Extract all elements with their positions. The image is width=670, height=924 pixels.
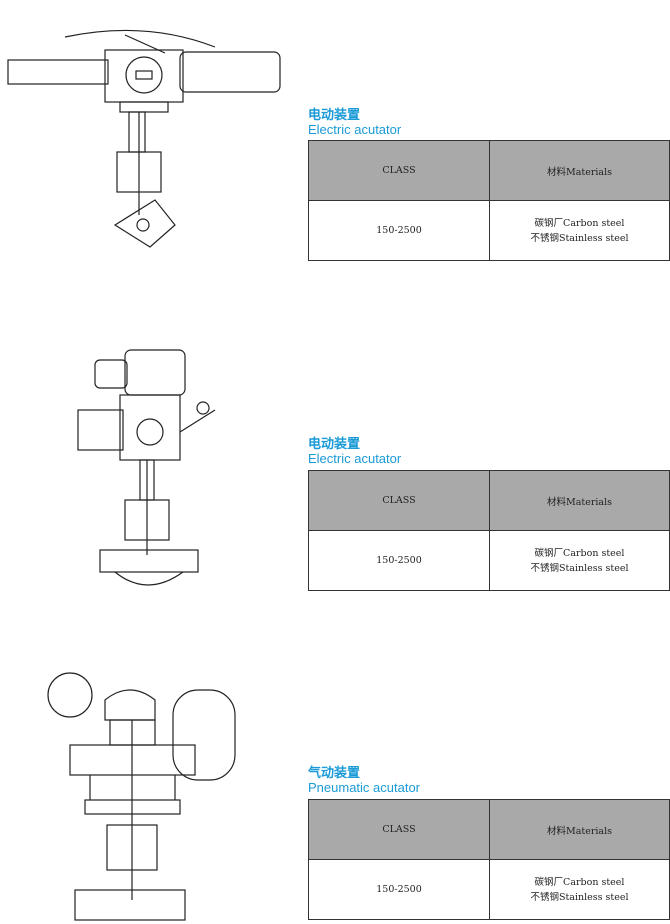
section-title-cn: 电动装置 bbox=[308, 436, 361, 451]
table-row: 150-2500 碳钢厂Carbon steel 不锈钢Stainless st… bbox=[308, 859, 670, 920]
valve-drawing-pneumatic bbox=[45, 660, 245, 924]
spec-table: CLASS 材料Materials 150-2500 碳钢厂Carbon ste… bbox=[308, 140, 670, 261]
section-title-en: Pneumatic acutator bbox=[308, 780, 421, 795]
table-row: 150-2500 碳钢厂Carbon steel 不锈钢Stainless st… bbox=[308, 200, 670, 261]
spec-table: CLASS 材料Materials 150-2500 碳钢厂Carbon ste… bbox=[308, 470, 670, 591]
header-materials: 材料Materials bbox=[489, 470, 670, 531]
material-stainless: 不锈钢Stainless steel bbox=[530, 891, 629, 903]
valve-drawing-electric-globe bbox=[75, 340, 225, 600]
table-header-row: CLASS 材料Materials bbox=[308, 470, 670, 531]
header-class: CLASS bbox=[308, 799, 490, 860]
spec-table: CLASS 材料Materials 150-2500 碳钢厂Carbon ste… bbox=[308, 799, 670, 920]
table-row: 150-2500 碳钢厂Carbon steel 不锈钢Stainless st… bbox=[308, 530, 670, 591]
header-materials: 材料Materials bbox=[489, 140, 670, 201]
section-title-cn: 气动装置 bbox=[308, 765, 361, 780]
cell-class: 150-2500 bbox=[308, 859, 490, 920]
material-carbon: 碳钢厂Carbon steel bbox=[534, 876, 625, 888]
header-class: CLASS bbox=[308, 140, 490, 201]
section-title: 电动装置 Electric acutator bbox=[308, 107, 401, 137]
cell-class: 150-2500 bbox=[308, 530, 490, 591]
table-header-row: CLASS 材料Materials bbox=[308, 140, 670, 201]
table-header-row: CLASS 材料Materials bbox=[308, 799, 670, 860]
section-title: 气动装置 Pneumatic acutator bbox=[308, 765, 420, 795]
cell-materials: 碳钢厂Carbon steel 不锈钢Stainless steel bbox=[489, 200, 670, 261]
cell-class: 150-2500 bbox=[308, 200, 490, 261]
section-title-en: Electric acutator bbox=[308, 122, 402, 137]
material-stainless: 不锈钢Stainless steel bbox=[530, 232, 629, 244]
section-title-cn: 电动装置 bbox=[308, 107, 361, 122]
section-title: 电动装置 Electric acutator bbox=[308, 436, 401, 466]
header-materials: 材料Materials bbox=[489, 799, 670, 860]
cell-materials: 碳钢厂Carbon steel 不锈钢Stainless steel bbox=[489, 859, 670, 920]
header-class: CLASS bbox=[308, 470, 490, 531]
section-title-en: Electric acutator bbox=[308, 451, 402, 466]
material-carbon: 碳钢厂Carbon steel bbox=[534, 217, 625, 229]
material-stainless: 不锈钢Stainless steel bbox=[530, 562, 629, 574]
material-carbon: 碳钢厂Carbon steel bbox=[534, 547, 625, 559]
cell-materials: 碳钢厂Carbon steel 不锈钢Stainless steel bbox=[489, 530, 670, 591]
valve-drawing-electric-y bbox=[5, 25, 285, 255]
